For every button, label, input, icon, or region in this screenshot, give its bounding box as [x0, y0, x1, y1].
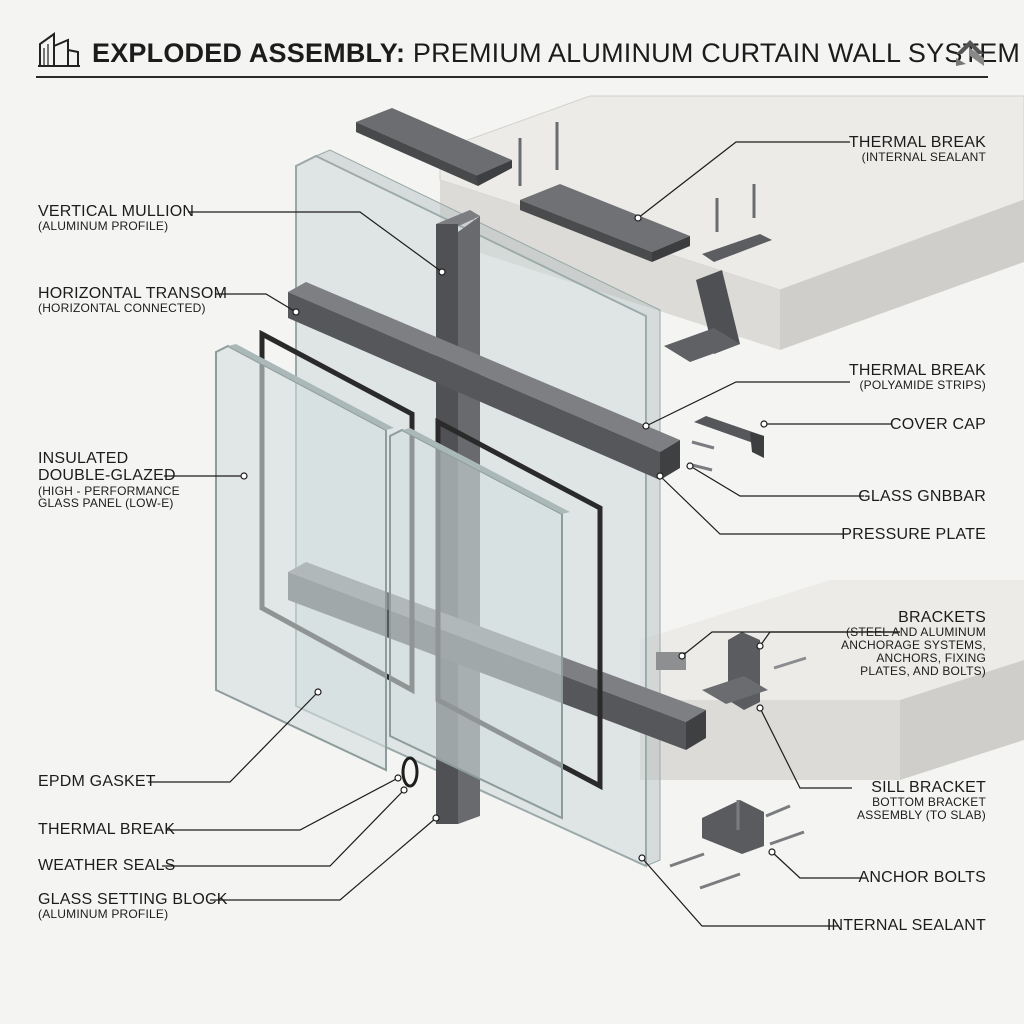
label-thermal-break-top: THERMAL BREAK (INTERNAL SEALANT [849, 134, 986, 164]
label-epdm-gasket: EPDM GASKET [38, 773, 156, 790]
label-sill-bracket-main: SILL BRACKET [871, 779, 986, 796]
cover-cap-piece [694, 416, 764, 458]
thermal-break-top-profile [520, 184, 690, 262]
header-divider [36, 76, 988, 78]
bracket-bolt [773, 656, 807, 670]
label-sill-bracket-sub1: BOTTOM BRACKET [872, 795, 986, 810]
concrete-slab-top [439, 95, 1024, 350]
label-weather-seals: WEATHER SEALS [38, 857, 175, 874]
label-brackets: BRACKETS (STEEL AND ALUMINUM ANCHORAGE S… [841, 609, 986, 678]
leader-lines [148, 141, 900, 927]
glass-panel-front-right [389, 428, 570, 820]
transom-top [288, 282, 680, 480]
label-insulated-sub1: (HIGH - PERFORMANCE [38, 483, 180, 498]
label-glass-setting-block: GLASS SETTING BLOCK (ALUMINUM PROFILE) [38, 891, 228, 921]
label-insulated-sub2: GLASS PANEL (LOW-E) [38, 496, 174, 511]
label-internal-sealant: INTERNAL SEALANT [827, 917, 986, 934]
arrow-logo-icon [956, 40, 984, 66]
header: EXPLODED ASSEMBLY: PREMIUM ALUMINUM CURT… [0, 0, 1024, 82]
bottom-bracket [702, 800, 764, 854]
label-pressure-plate: PRESSURE PLATE [841, 526, 986, 543]
label-vertical-mullion-main: VERTICAL MULLION [38, 203, 195, 220]
label-brackets-main: BRACKETS [898, 609, 986, 626]
building-logo-icon [38, 32, 80, 67]
label-insulated-line2: DOUBLE-GLAZED [38, 467, 176, 485]
label-pressure-plate-main: PRESSURE PLATE [841, 526, 986, 543]
label-cover-cap: COVER CAP [890, 416, 986, 433]
label-insulated-glazing: INSULATED DOUBLE-GLAZED (HIGH - PERFORMA… [38, 450, 180, 510]
label-thermal-break-left: THERMAL BREAK [38, 821, 175, 838]
label-brackets-sub1: (STEEL AND ALUMINUM [845, 625, 986, 640]
label-sill-bracket: SILL BRACKET BOTTOM BRACKET ASSEMBLY (TO… [857, 779, 986, 822]
label-glass-gnbbar: GLASS GNBBAR [858, 488, 986, 505]
label-thermal-break-mid-main: THERMAL BREAK [848, 362, 986, 379]
label-brackets-sub4: PLATES, AND BOLTS) [860, 664, 986, 679]
label-horizontal-transom: HORIZONTAL TRANSOM (HORIZONTAL CONNECTED… [38, 285, 227, 315]
label-insulated-line1: INSULATED [38, 450, 129, 467]
label-horizontal-transom-main: HORIZONTAL TRANSOM [38, 285, 228, 302]
label-thermal-break-top-sub: (INTERNAL SEALANT [861, 150, 986, 165]
label-thermal-break-mid-sub: (POLYAMIDE STRIPS) [859, 378, 986, 393]
label-thermal-break-left-main: THERMAL BREAK [38, 821, 176, 838]
top-bracket [664, 234, 772, 362]
label-epdm-gasket-main: EPDM GASKET [38, 773, 156, 790]
title-light: PREMIUM ALUMINUM CURTAIN WALL SYSTEM [412, 38, 1021, 68]
label-horizontal-transom-sub: (HORIZONTAL CONNECTED) [38, 301, 206, 316]
label-cover-cap-main: COVER CAP [889, 416, 986, 433]
label-sill-bracket-sub2: ASSEMBLY (TO SLAB) [857, 808, 986, 823]
title-strong: EXPLODED ASSEMBLY: [92, 38, 406, 68]
sill-bracket [702, 632, 768, 710]
top-screws [518, 122, 756, 232]
label-weather-seals-main: WEATHER SEALS [38, 857, 176, 874]
label-glass-gnbbar-main: GLASS GNBBAR [858, 488, 986, 505]
weather-seal-loop [401, 756, 419, 788]
label-internal-sealant-main: INTERNAL SEALANT [826, 917, 986, 934]
page-title: EXPLODED ASSEMBLY: PREMIUM ALUMINUM CURT… [92, 38, 1020, 69]
label-vertical-mullion-sub: (ALUMINUM PROFILE) [38, 219, 169, 234]
label-thermal-break-top-main: THERMAL BREAK [848, 134, 986, 151]
label-glass-setting-block-sub: (ALUMINUM PROFILE) [38, 907, 169, 922]
leader-dots [240, 214, 776, 862]
glass-panel-front-left [215, 344, 394, 772]
label-anchor-bolts: ANCHOR BOLTS [859, 869, 986, 886]
label-brackets-sub2: ANCHORAGE SYSTEMS, [841, 638, 986, 653]
top-flashing [356, 108, 512, 186]
label-thermal-break-mid: THERMAL BREAK (POLYAMIDE STRIPS) [849, 362, 986, 392]
anchor-bolts [669, 800, 805, 890]
label-vertical-mullion: VERTICAL MULLION (ALUMINUM PROFILE) [38, 203, 194, 233]
label-brackets-sub3: ANCHORS, FIXING [876, 651, 986, 666]
label-anchor-bolts-main: ANCHOR BOLTS [858, 869, 986, 886]
label-glass-setting-block-main: GLASS SETTING BLOCK [38, 891, 228, 908]
